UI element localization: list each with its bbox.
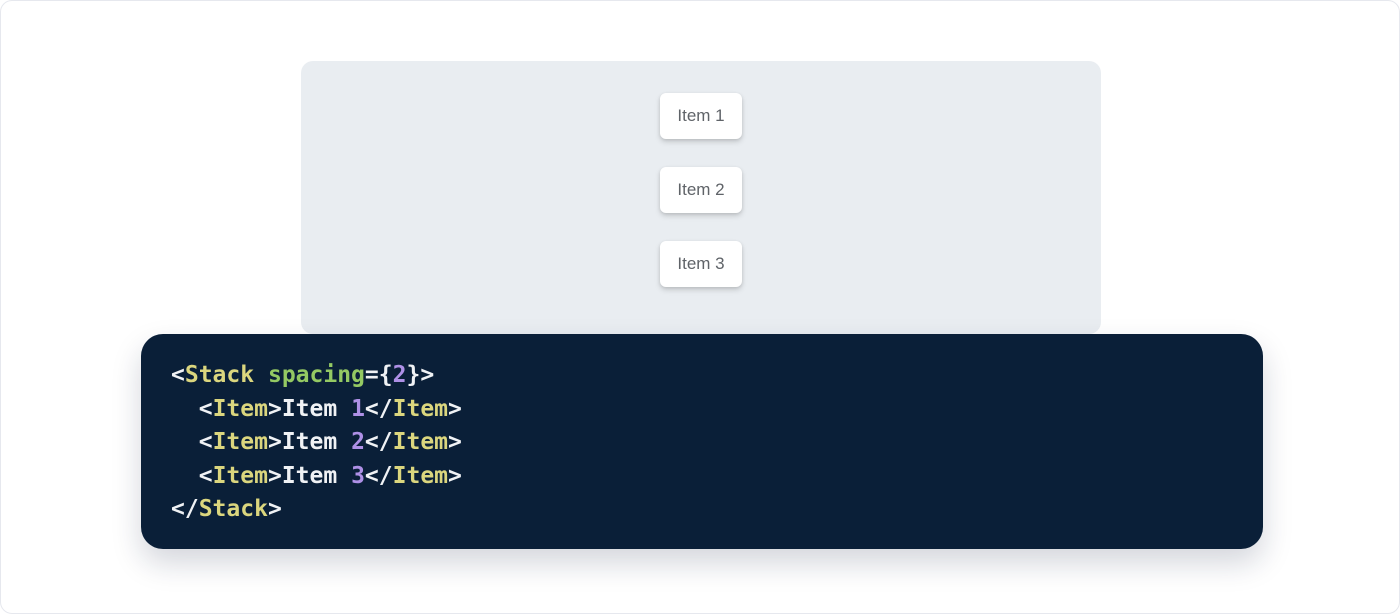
code-token: 2 (351, 429, 365, 455)
code-token: Item (392, 395, 449, 422)
code-token: Item (212, 429, 268, 455)
code-token (254, 362, 268, 388)
code-token: > (267, 496, 282, 522)
code-token: > (448, 395, 462, 422)
code-token: spacing (267, 362, 365, 388)
code-token: < (198, 395, 213, 422)
stack-item: Item 1 (660, 93, 742, 139)
stack-items: Item 1 Item 2 Item 3 (301, 61, 1101, 287)
code-token: < (171, 362, 185, 388)
code-token: { (378, 362, 393, 388)
code-content: <Stack spacing={2}> <Item>Item 1</Item> … (171, 359, 1233, 527)
code-line: <Item>Item 2</Item> (171, 426, 1233, 460)
code-token: < (198, 429, 213, 455)
code-line: <Item>Item 3</Item> (171, 460, 1233, 494)
code-token (171, 396, 199, 422)
stack-item: Item 3 (660, 241, 742, 287)
code-token: Item (212, 462, 268, 489)
code-token: Item (392, 429, 449, 455)
code-token (171, 429, 199, 455)
code-token (171, 463, 199, 489)
code-token: Item (281, 429, 352, 455)
code-token: 1 (351, 395, 365, 422)
stack-item: Item 2 (660, 167, 742, 213)
code-line: <Stack spacing={2}> (171, 359, 1233, 393)
code-token: > (448, 462, 462, 489)
code-block: <Stack spacing={2}> <Item>Item 1</Item> … (141, 334, 1263, 549)
code-token: > (267, 395, 282, 422)
code-token: Item (281, 395, 352, 422)
code-token: </ (364, 395, 393, 422)
code-token: < (198, 462, 213, 489)
code-token: 2 (392, 362, 407, 388)
code-token: > (267, 429, 282, 455)
code-token: Item (281, 462, 352, 489)
code-token: </ (364, 462, 393, 489)
code-token: Item (392, 462, 449, 489)
code-token: Stack (198, 496, 268, 522)
code-token: > (448, 429, 462, 455)
code-token: </ (171, 496, 199, 522)
code-token: = (364, 362, 379, 388)
code-token: </ (364, 429, 393, 455)
code-token: } (406, 362, 421, 388)
code-line: <Item>Item 1</Item> (171, 393, 1233, 427)
code-line: </Stack> (171, 493, 1233, 527)
code-token: Item (212, 395, 268, 422)
stack-demo-panel: Item 1 Item 2 Item 3 (301, 61, 1101, 334)
code-token: > (267, 462, 282, 489)
code-token: 3 (351, 462, 365, 489)
code-token: > (420, 362, 435, 388)
code-token: Stack (184, 362, 255, 388)
